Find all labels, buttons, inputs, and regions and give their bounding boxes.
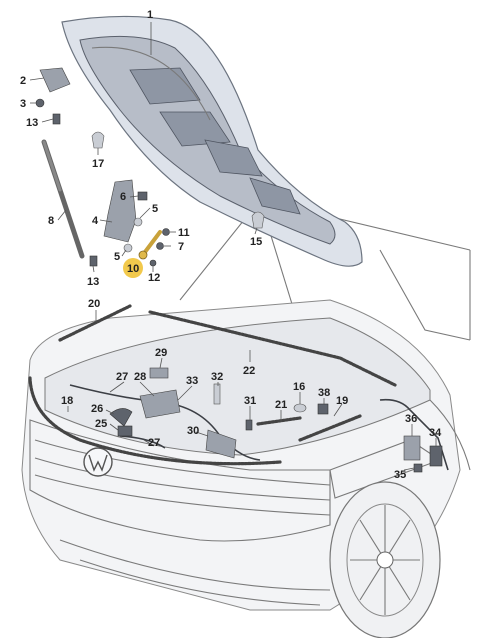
car-body <box>21 199 471 638</box>
part-label-28: 28 <box>134 371 146 383</box>
part-label-13b: 13 <box>87 276 99 288</box>
part-label-30: 30 <box>187 425 199 437</box>
washer-5a <box>133 217 143 227</box>
seal-strip-18 <box>28 376 282 466</box>
part-label-8: 8 <box>48 215 54 227</box>
switch-34 <box>429 445 443 467</box>
part-label-34: 34 <box>429 427 442 439</box>
seal-strip-19 <box>298 414 362 442</box>
bolt-3 <box>35 98 45 108</box>
part-label-20: 20 <box>88 298 100 310</box>
bump-stop-15 <box>251 211 265 229</box>
part-label-29: 29 <box>155 347 167 359</box>
part-label-13a: 13 <box>26 117 38 129</box>
clip-35 <box>413 463 423 473</box>
vw-logo-mark <box>88 454 108 472</box>
strut-pin-10 <box>143 230 162 254</box>
bolt-7 <box>156 242 164 250</box>
hinge-4 <box>103 179 137 243</box>
buffer-17 <box>91 131 105 149</box>
part-label-36: 36 <box>405 413 417 425</box>
seal-strip-21 <box>256 416 302 426</box>
hood <box>61 15 363 267</box>
part-label-17: 17 <box>92 158 104 170</box>
hinge-bracket-2 <box>39 67 71 93</box>
latch-28 <box>139 389 181 419</box>
part-label-27b: 27 <box>148 437 160 449</box>
seal-strip-20 <box>58 304 132 342</box>
nut-12 <box>149 259 157 267</box>
part-label-35: 35 <box>394 469 406 481</box>
part-label-32: 32 <box>211 371 223 383</box>
clip-25 <box>117 425 133 437</box>
part-label-5b: 5 <box>114 251 120 263</box>
highlight-marker <box>123 258 143 278</box>
nut-6 <box>137 191 148 201</box>
part-label-16: 16 <box>293 381 305 393</box>
actuator-36 <box>403 435 421 461</box>
part-label-5a: 5 <box>152 203 158 215</box>
latch-30 <box>205 429 237 459</box>
part-label-21: 21 <box>275 399 287 411</box>
bolt-13b <box>89 255 98 267</box>
part-label-31: 31 <box>244 395 256 407</box>
part-label-22: 22 <box>243 365 255 377</box>
part-label-27a: 27 <box>116 371 128 383</box>
sensor-32 <box>213 383 221 405</box>
part-label-18: 18 <box>61 395 73 407</box>
part-label-33: 33 <box>186 375 198 387</box>
part-label-11: 11 <box>178 227 190 239</box>
part-label-6: 6 <box>120 191 126 203</box>
lever-26 <box>109 408 133 427</box>
part-label-26: 26 <box>91 403 103 415</box>
part-label-12: 12 <box>148 272 160 284</box>
part-label-25: 25 <box>95 418 107 430</box>
part-label-2: 2 <box>20 75 26 87</box>
part-label-3: 3 <box>20 98 26 110</box>
release-cable <box>69 384 261 461</box>
part-label-7: 7 <box>178 241 184 253</box>
leader-lines <box>29 22 437 471</box>
part-label-10: 10 <box>127 263 139 275</box>
seal-strip-22 <box>148 310 397 387</box>
release-cable-lower <box>119 435 166 449</box>
part-labels: 1 2 3 13 17 6 5 8 4 11 7 5 10 12 13 15 2… <box>20 9 442 481</box>
part-label-1: 1 <box>147 9 153 21</box>
release-cable-right <box>379 398 449 471</box>
bolt-13a <box>52 113 61 125</box>
part-label-38: 38 <box>318 387 330 399</box>
clip-38 <box>317 403 329 415</box>
part-label-15: 15 <box>250 236 262 248</box>
bolt-31 <box>245 419 253 431</box>
bracket-29 <box>149 367 169 379</box>
bolt-11 <box>162 228 170 236</box>
plug-16 <box>293 403 307 413</box>
part-label-4: 4 <box>92 215 99 227</box>
part-label-19: 19 <box>336 395 348 407</box>
